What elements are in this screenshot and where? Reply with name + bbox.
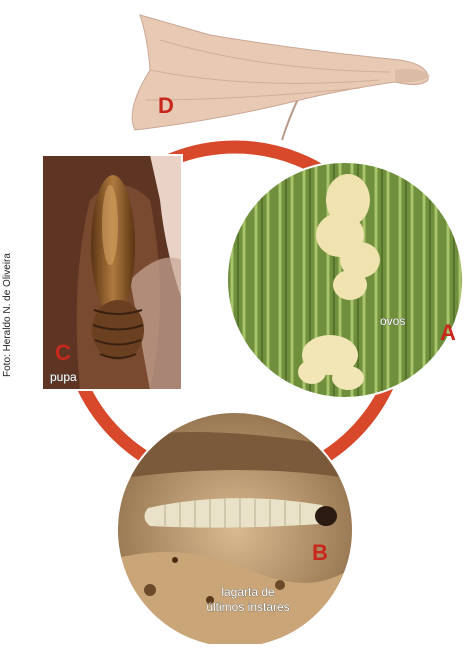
stage-c-caption: pupa <box>50 370 77 384</box>
moth-wing <box>132 15 428 130</box>
stage-c-pupa-photo: C pupa <box>42 155 182 390</box>
stage-a-caption: ovos <box>380 314 405 328</box>
stage-d-moth-photo: D <box>132 15 430 140</box>
stage-d-letter: D <box>158 93 174 118</box>
stage-b-larva-photo: lagarta de últimos instares B <box>110 410 360 644</box>
stage-b-caption-line2: últimos instares <box>206 600 289 614</box>
stage-b-letter: B <box>312 540 328 565</box>
stage-b-caption-line1: lagarta de <box>221 585 275 599</box>
stage-a-eggs-photo: ovos A <box>225 160 465 400</box>
photo-credit: Foto: Heraldo N. de Oliveira <box>2 210 24 420</box>
stage-a-letter: A <box>440 320 456 345</box>
stage-c-letter: C <box>55 340 71 365</box>
